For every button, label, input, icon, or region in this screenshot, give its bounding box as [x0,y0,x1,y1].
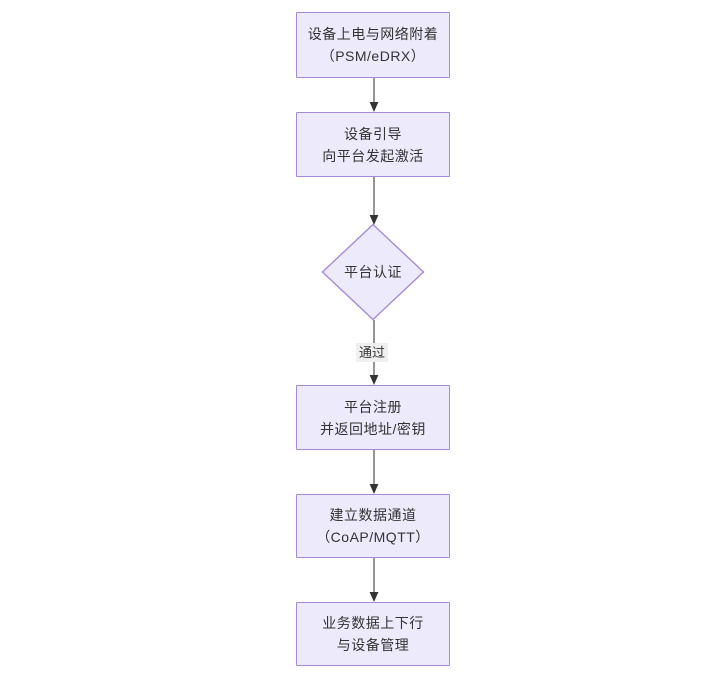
node-bootstrap-line-2: 向平台发起激活 [322,147,424,164]
node-power-on-line-1: 设备上电与网络附着 [307,26,439,42]
node-platform-auth[interactable]: 平台认证 [321,223,425,321]
node-power-on[interactable]: 设备上电与网络附着 （PSM/eDRX） [296,12,450,78]
node-platform-register-line-2: 并返回地址/密钥 [320,420,426,437]
node-service-data-line-2: 与设备管理 [336,637,410,653]
node-bootstrap-line-1: 设备引导 [344,125,402,142]
edge-power-on-to-bootstrap [366,78,382,114]
node-platform-register[interactable]: 平台注册 并返回地址/密钥 [296,385,450,450]
node-service-data[interactable]: 业务数据上下行 与设备管理 [296,602,450,666]
edge-label-pass: 通过 [356,343,389,362]
node-power-on-line-2: （PSM/eDRX） [320,48,426,64]
node-service-data-line-1: 业务数据上下行 [322,615,424,631]
edge-platform-register-to-data-channel [366,450,382,496]
node-data-channel-line-2: （CoAP/MQTT） [316,529,430,545]
node-platform-register-line-1: 平台注册 [344,398,402,415]
edge-bootstrap-to-platform-auth [366,177,382,227]
node-data-channel-line-1: 建立数据通道 [329,507,417,523]
node-platform-auth-label: 平台认证 [344,264,402,280]
node-data-channel[interactable]: 建立数据通道 （CoAP/MQTT） [296,494,450,558]
node-bootstrap[interactable]: 设备引导 向平台发起激活 [296,112,450,177]
edge-data-channel-to-service-data [366,558,382,604]
